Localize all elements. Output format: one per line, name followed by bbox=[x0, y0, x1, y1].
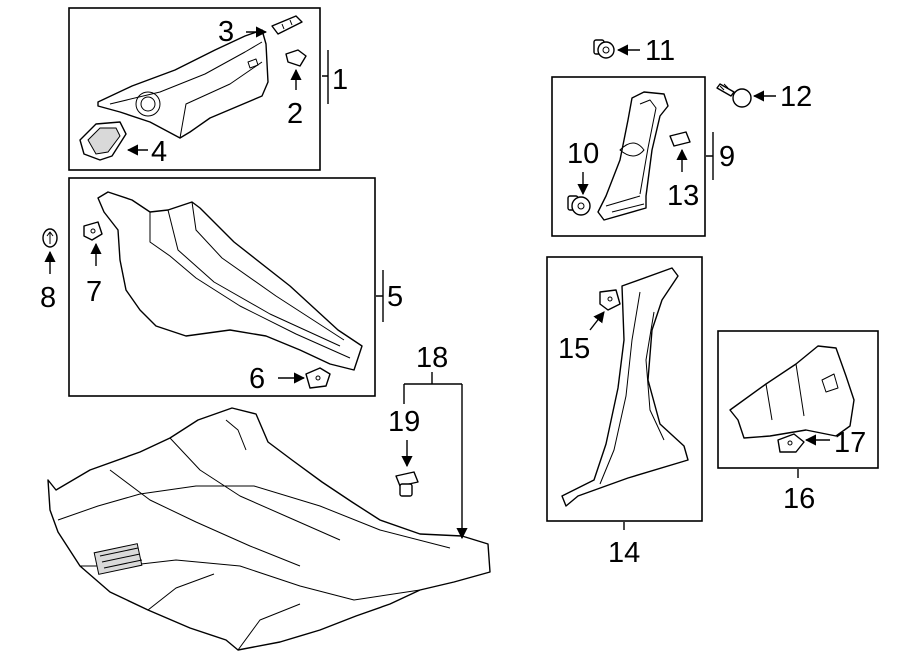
callout-15: 15 bbox=[558, 333, 590, 365]
group-box-14: 15 14 bbox=[546, 256, 703, 569]
callout-3: 3 bbox=[218, 16, 234, 48]
callout-2: 2 bbox=[287, 98, 303, 130]
sill-trim-part-5 bbox=[97, 191, 363, 371]
callout-5: 5 bbox=[387, 281, 403, 313]
callout-14: 14 bbox=[608, 537, 640, 569]
bracket-leader-18: 18 bbox=[403, 342, 468, 540]
group-box-9: 10 13 9 bbox=[551, 76, 735, 237]
clip-part-3 bbox=[271, 15, 303, 35]
callout-12: 12 bbox=[780, 81, 812, 113]
pillar-trim-part-14 bbox=[561, 267, 689, 507]
bolt-part-10 bbox=[567, 195, 591, 216]
callout-19: 19 bbox=[388, 406, 420, 438]
clip-part-15 bbox=[599, 289, 621, 311]
callout-16: 16 bbox=[783, 483, 815, 515]
callout-9: 9 bbox=[719, 141, 735, 173]
group-box-16: 17 16 bbox=[717, 330, 879, 515]
callout-7: 7 bbox=[86, 276, 102, 308]
callout-17: 17 bbox=[834, 427, 866, 459]
fastener-part-19: 19 bbox=[388, 406, 420, 497]
group-box-1: 3 2 4 1 bbox=[68, 7, 348, 171]
callout-13: 13 bbox=[667, 180, 699, 212]
trim-panel-part-16 bbox=[729, 345, 855, 439]
retainer-part-2 bbox=[285, 49, 307, 67]
push-pin-part-8: 8 bbox=[40, 228, 58, 314]
pillar-trim-panel-part-1 bbox=[97, 29, 269, 139]
bolt-part-11: 11 bbox=[593, 35, 675, 67]
clip-part-13 bbox=[669, 131, 691, 147]
screw-part-12: 12 bbox=[716, 81, 812, 113]
pillar-trim-part-9 bbox=[597, 91, 669, 221]
clip-part-7 bbox=[83, 221, 103, 241]
floor-carpet-part-18 bbox=[47, 407, 491, 651]
callout-6: 6 bbox=[249, 363, 265, 395]
callout-18: 18 bbox=[416, 342, 448, 374]
clip-part-17 bbox=[777, 433, 805, 453]
group-box-5: 7 6 5 bbox=[68, 177, 403, 397]
callout-1: 1 bbox=[332, 64, 348, 96]
callout-10: 10 bbox=[567, 138, 599, 170]
cover-part-4 bbox=[79, 121, 127, 161]
clip-part-6 bbox=[305, 367, 331, 389]
callout-11: 11 bbox=[645, 35, 675, 67]
callout-8: 8 bbox=[40, 282, 56, 314]
callout-4: 4 bbox=[151, 136, 167, 168]
